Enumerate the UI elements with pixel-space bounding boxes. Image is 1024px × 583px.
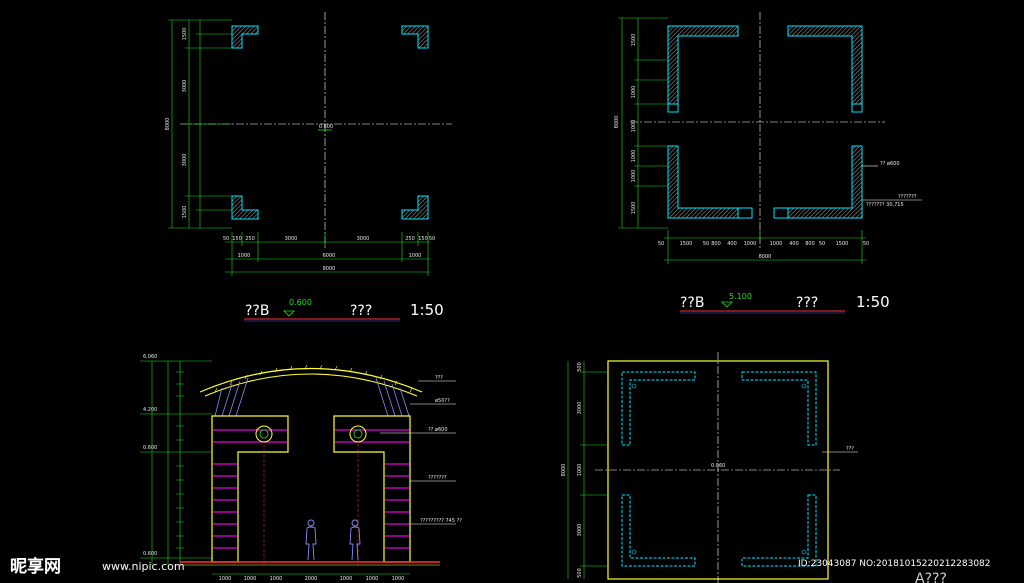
plan-scale: 1:50: [856, 293, 890, 311]
left-total-dim: 8000: [561, 464, 567, 477]
bottom-dim: 2000: [305, 576, 318, 582]
gate-pillar-right: [333, 415, 411, 563]
bottom-total-dim: 8000: [323, 266, 336, 272]
left-dim: 1000: [631, 86, 637, 99]
callout-roof: ???????: [898, 194, 917, 200]
nipic-logo: 昵享网: [10, 556, 61, 577]
bottom-dim: 1000: [392, 576, 405, 582]
left-dim: 3000: [182, 80, 188, 93]
bottom-dim: 1000: [744, 241, 757, 247]
center-level: 0.060: [711, 463, 725, 469]
bottom-dim: 50: [223, 236, 229, 242]
bottom-dim: 1000: [219, 576, 232, 582]
callout-slope: ??????? 30,715: [866, 202, 904, 208]
bottom-dim: 1000: [770, 241, 783, 247]
column-nw: [231, 25, 259, 49]
left-dim: 1000: [631, 170, 637, 183]
left-dim: 1500: [182, 28, 188, 41]
left-dim: 1500: [182, 206, 188, 219]
left-dim: 3000: [577, 402, 583, 415]
bottom-dim: 250: [245, 236, 255, 242]
callout-cladding: ????????? 745 ??: [420, 518, 462, 524]
callout-roof: ???: [435, 375, 443, 381]
left-dim: 3000: [182, 154, 188, 167]
callout-roof: ???: [846, 446, 854, 452]
gate-pillar-left: [211, 415, 289, 563]
left-dim: 500: [577, 362, 583, 372]
bottom-dim: 3000: [285, 236, 298, 242]
left-dim: 3000: [577, 524, 583, 537]
level-ground: 0.600: [143, 551, 157, 557]
column-sw: [231, 195, 259, 220]
callout-finish: ???????: [428, 475, 447, 481]
bottom-dim: 800: [711, 241, 721, 247]
level-mark: 5.100: [729, 292, 752, 301]
column-ne: [401, 25, 429, 49]
callout-pipe: ø50??: [435, 398, 450, 404]
plan-label: ???: [350, 303, 372, 319]
bottom-dim: 800: [805, 241, 815, 247]
bottom-dim: 1000: [340, 576, 353, 582]
bottom-dim: 50: [863, 241, 869, 247]
bottom-dim: 400: [727, 241, 737, 247]
plan-scale: 1:50: [410, 301, 444, 319]
bottom-dim: 1000: [409, 253, 422, 259]
human-figure-icon: [305, 519, 361, 561]
title-block: ??B 5.100 ??? 1:50: [680, 292, 890, 314]
plan-title: ??B: [245, 303, 269, 319]
roof-plan-caption: A???: [915, 571, 947, 583]
wall-lower: [667, 145, 863, 219]
image-id-text: ID:23043087 NO:20181015220212283082: [798, 559, 991, 569]
bottom-dim: 150: [418, 236, 428, 242]
bottom-dim: 150: [232, 236, 242, 242]
nipic-site: www.nipic.com: [102, 560, 185, 573]
title-block: ??B 0.600 ??? 1:50: [244, 298, 444, 322]
left-dim: 1000: [631, 120, 637, 133]
bottom-dim: 3000: [357, 236, 370, 242]
left-dim: 1500: [631, 34, 637, 47]
bottom-dim: 6000: [323, 253, 336, 259]
level-mark: 0.600: [289, 298, 312, 307]
left-dim: 1000: [577, 464, 583, 477]
bottom-dim: 250: [405, 236, 415, 242]
left-total-dim: 8000: [614, 116, 620, 129]
column-se: [401, 195, 429, 220]
left-dim: 1500: [631, 202, 637, 215]
bottom-dim: 1500: [680, 241, 693, 247]
level-top: 6.060: [143, 354, 157, 360]
bottom-dim: 1000: [270, 576, 283, 582]
level-mid: 0.600: [143, 445, 157, 451]
center-level: 0.600: [319, 124, 333, 130]
bottom-dim: 1500: [836, 241, 849, 247]
left-total-dim: 8000: [165, 118, 171, 131]
bottom-dim: 1000: [238, 253, 251, 259]
left-dim: 1000: [631, 150, 637, 163]
bottom-dim: 50: [658, 241, 664, 247]
bottom-total-dim: 8000: [759, 254, 772, 260]
bottom-dim: 50: [429, 236, 435, 242]
wall-upper: [667, 25, 863, 113]
plan-top-left: 0.600 8000 1500 3000 3000 1500: [165, 12, 452, 322]
bottom-dim: 1000: [244, 576, 257, 582]
level-beam: 4.200: [143, 407, 157, 413]
plan-label: ???: [796, 295, 818, 311]
bottom-dim: 50: [819, 241, 825, 247]
elevation-view: 6.060 4.200 0.600 0.600: [140, 354, 462, 582]
bottom-dim: 400: [789, 241, 799, 247]
bottom-dim: 1000: [366, 576, 379, 582]
callout-column: ?? ø600: [428, 427, 448, 433]
left-dim: 500: [577, 568, 583, 578]
plan-title: ??B: [680, 295, 704, 311]
roof-plan: 0.060 8000 500 3000 1000 3000 500 ??? A?…: [561, 352, 947, 583]
bottom-dim: 50: [703, 241, 709, 247]
watermark: 昵享网 www.nipic.com ID:23043087 NO:2018101…: [10, 556, 991, 577]
plan-top-right: 8000 1500 1000 1000 1000 1000 1500 ?? ø6…: [614, 12, 922, 314]
callout-column: ?? ø600: [880, 161, 900, 167]
